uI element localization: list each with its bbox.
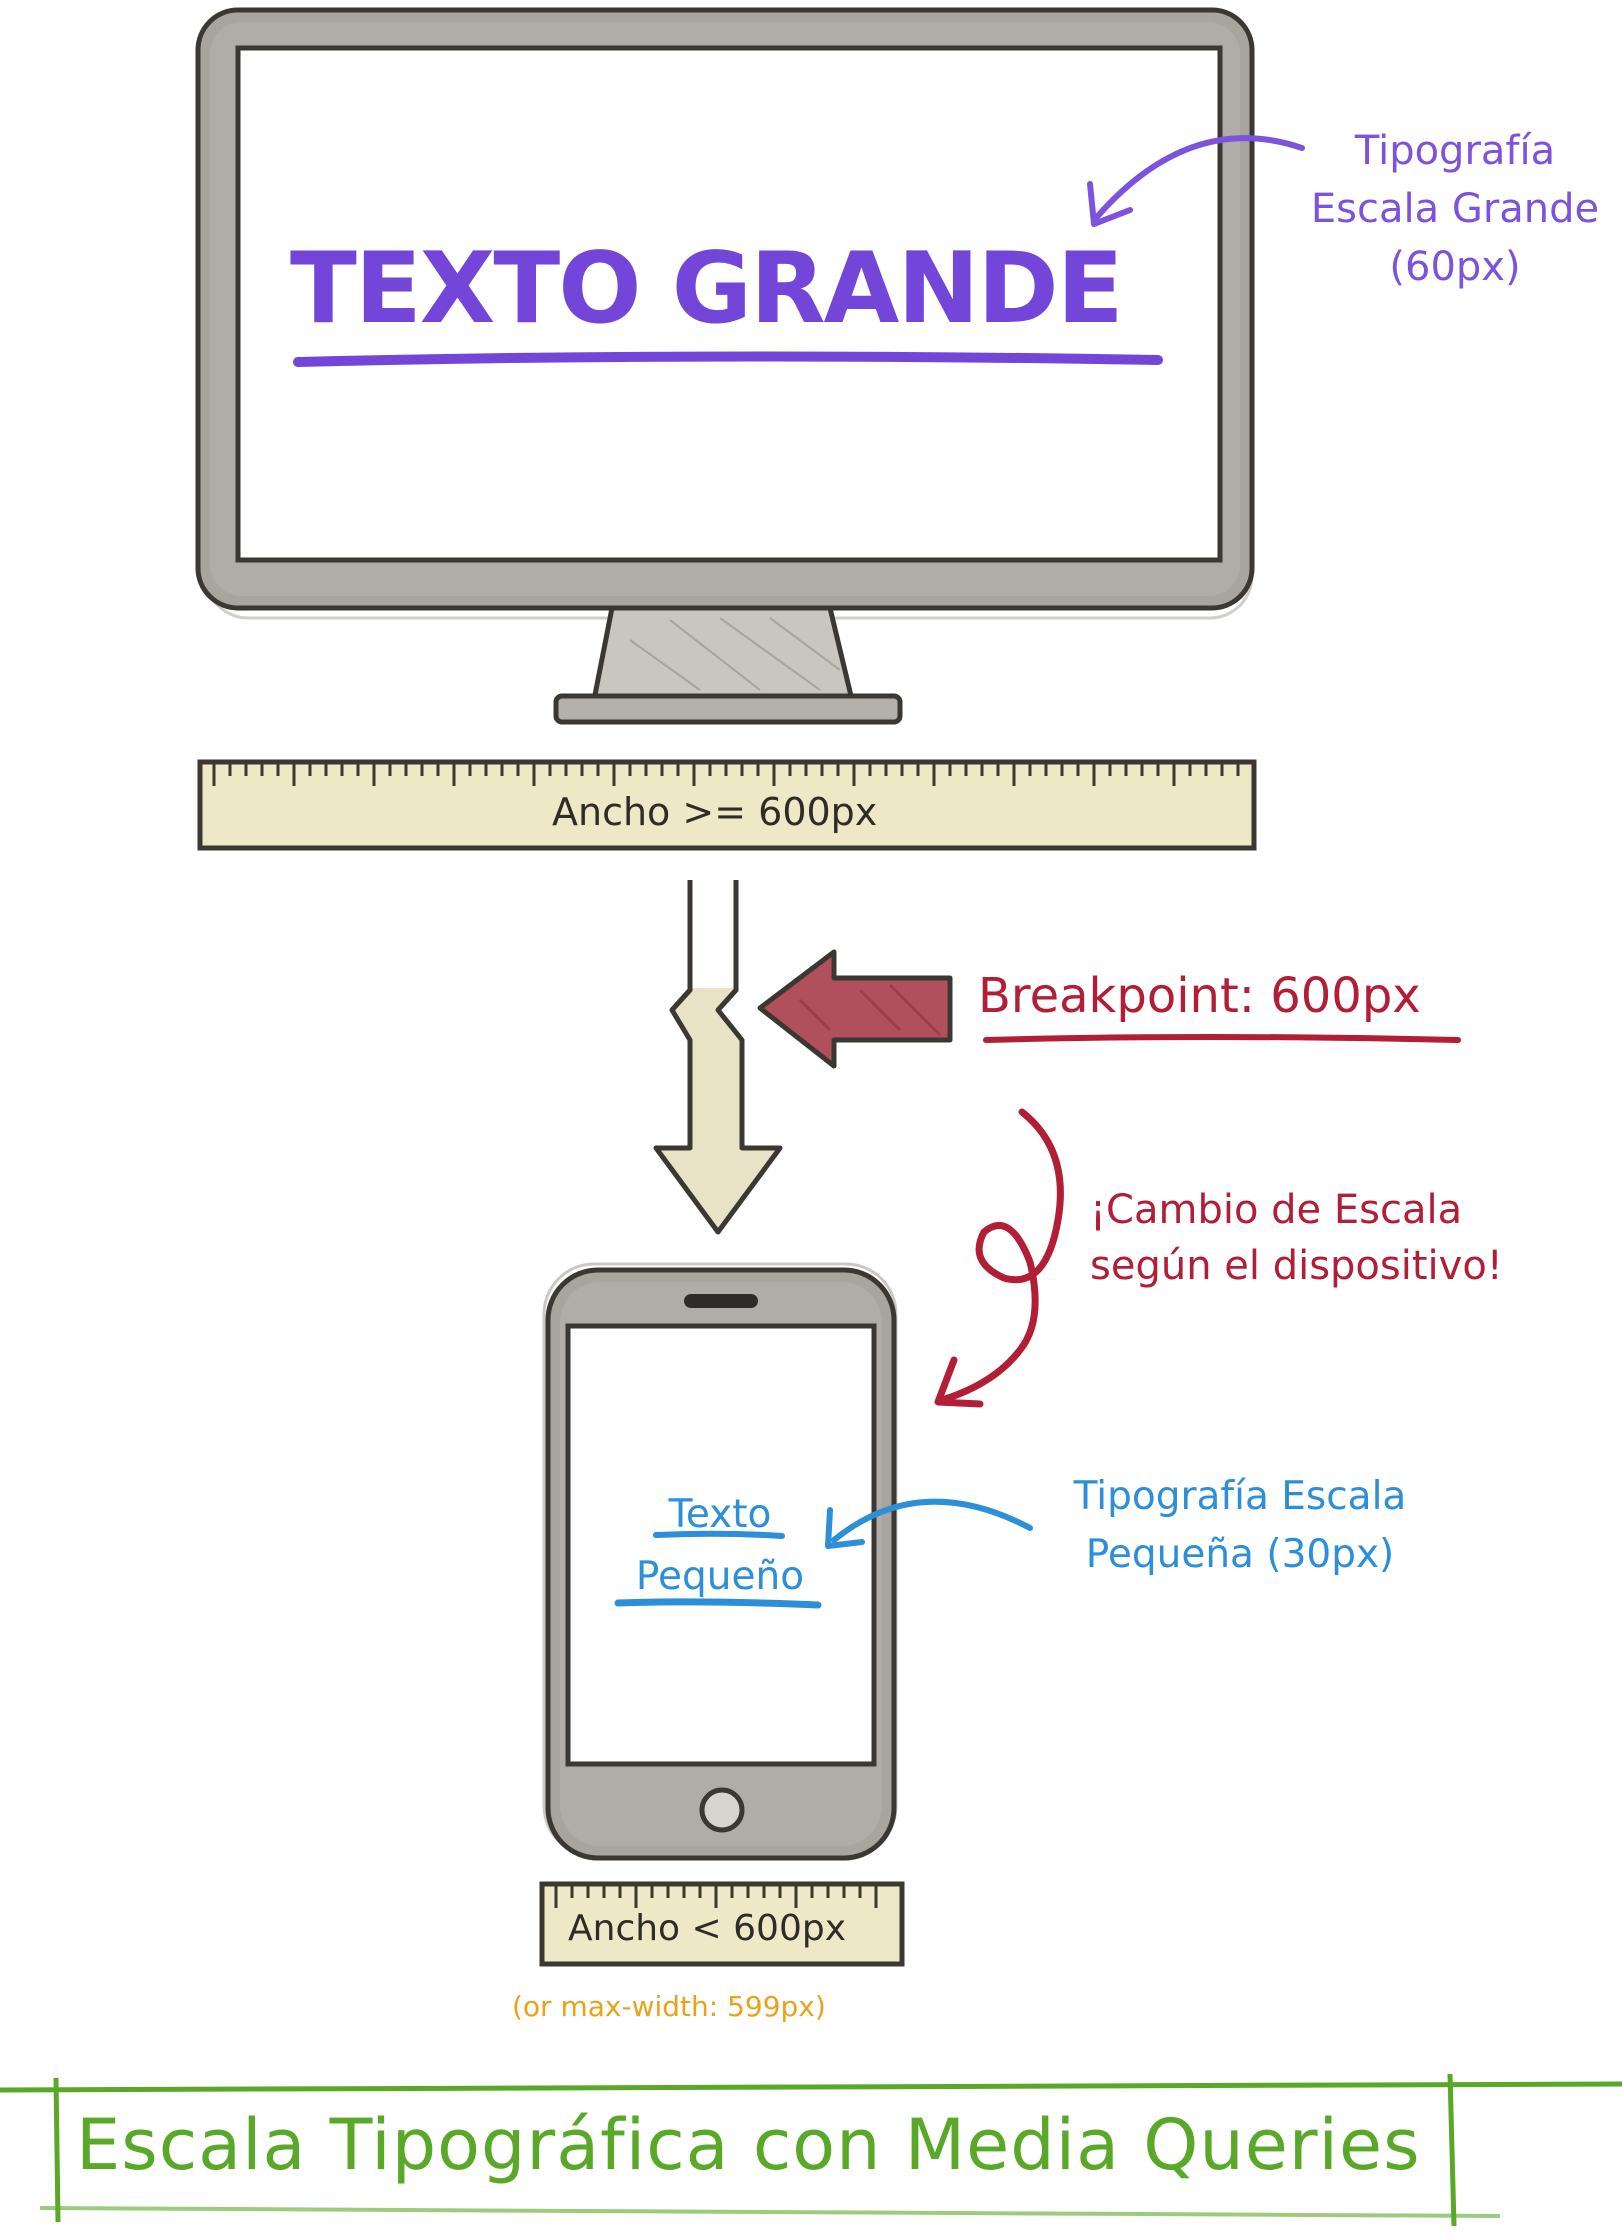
small-scale-arrow-icon	[825, 1498, 1033, 1549]
title-frame	[0, 2073, 1622, 2227]
large-scale-note-line1: Tipografía	[1354, 128, 1556, 174]
scale-change-note-line2: según el dispositivo!	[1090, 1243, 1503, 1289]
large-scale-note-line3: (60px)	[1389, 244, 1521, 290]
small-text: Texto Pequeño	[600, 1484, 840, 1608]
breakpoint-label: Breakpoint: 600px	[978, 968, 1421, 1024]
desktop-ruler	[197, 759, 1257, 851]
small-scale-note-line1: Tipografía Escala	[1073, 1474, 1407, 1519]
small-scale-note-line2: Pequeña (30px)	[1085, 1532, 1395, 1577]
breakpoint-down-arrow-icon	[653, 880, 783, 1235]
monitor-icon	[195, 7, 1255, 725]
headline-underline	[293, 351, 1163, 367]
mobile-ruler-label: Ancho < 600px	[568, 1908, 846, 1949]
large-headline: TEXTO GRANDE	[290, 232, 1124, 346]
small-text-line2: Pequeño	[635, 1554, 805, 1599]
small-text-underline-2	[614, 1598, 822, 1609]
small-scale-note: Tipografía Escala Pequeña (30px)	[1040, 1468, 1440, 1584]
max-width-note: (or max-width: 599px)	[512, 1990, 826, 2023]
large-scale-note-line2: Escala Grande	[1310, 186, 1600, 232]
desktop-ruler-label: Ancho >= 600px	[552, 790, 878, 834]
small-text-underline-1	[653, 1530, 785, 1539]
phone-icon	[542, 1262, 898, 1861]
small-text-line1: Texto	[668, 1492, 772, 1537]
scale-change-note-line1: ¡Cambio de Escala	[1090, 1187, 1463, 1233]
scale-change-arrow-icon	[934, 1108, 1064, 1408]
large-scale-arrow-icon	[1087, 135, 1305, 227]
scale-change-note: ¡Cambio de Escala según el dispositivo!	[1090, 1182, 1503, 1294]
breakpoint-underline	[983, 1034, 1461, 1043]
mobile-ruler	[539, 1881, 905, 1967]
breakpoint-pointer-arrow-icon	[757, 949, 953, 1069]
large-scale-note: Tipografía Escala Grande (60px)	[1290, 122, 1620, 296]
page-title: Escala Tipográfica con Media Queries	[76, 2104, 1421, 2186]
